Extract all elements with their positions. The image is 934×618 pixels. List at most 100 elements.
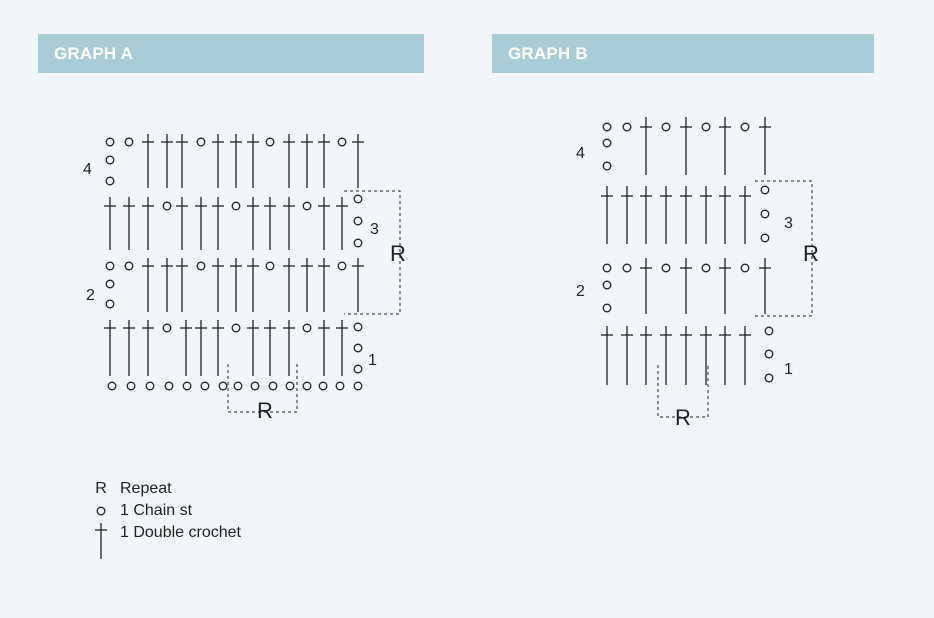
graph-a-row-number: 3 — [370, 221, 379, 238]
double-crochet-stitch — [301, 134, 313, 188]
double-crochet-stitch — [230, 258, 242, 312]
double-crochet-stitch — [759, 258, 771, 314]
repeat-symbol: R — [95, 480, 107, 497]
chain-stitch — [760, 233, 770, 243]
chain-stitch — [105, 176, 115, 186]
double-crochet-stitch — [301, 258, 313, 312]
double-crochet-stitch — [621, 326, 633, 385]
double-crochet-stitch — [318, 134, 330, 188]
chain-stitch — [124, 137, 134, 147]
double-crochet-icon — [90, 505, 112, 561]
chain-stitch — [250, 381, 260, 391]
chain-stitch — [661, 263, 671, 273]
chain-stitch — [105, 279, 115, 289]
chain-stitch — [740, 122, 750, 132]
chain-stitch — [126, 381, 136, 391]
double-crochet-stitch — [247, 197, 259, 250]
double-crochet-stitch — [283, 134, 295, 188]
chain-stitch — [353, 216, 363, 226]
double-crochet-stitch — [176, 134, 188, 188]
double-crochet-stitch — [212, 258, 224, 312]
chain-stitch — [764, 349, 774, 359]
chain-stitch — [105, 261, 115, 271]
graph-a-row-number: 2 — [86, 287, 95, 304]
graph-a-row-number: 1 — [368, 352, 377, 369]
chain-stitch — [353, 364, 363, 374]
double-crochet-stitch — [264, 197, 276, 250]
double-crochet-stitch — [142, 320, 154, 376]
graph-b-row-number: 1 — [784, 361, 793, 378]
chain-stitch — [196, 261, 206, 271]
double-crochet-stitch — [230, 134, 242, 188]
double-crochet-stitch — [142, 258, 154, 312]
double-crochet-stitch — [640, 258, 652, 314]
double-crochet-stitch — [264, 320, 276, 376]
legend-label: 1 Double crochet — [120, 524, 241, 541]
double-crochet-stitch — [142, 134, 154, 188]
double-crochet-stitch — [318, 197, 330, 250]
chain-stitch — [337, 261, 347, 271]
chain-stitch — [145, 381, 155, 391]
double-crochet-stitch — [719, 326, 731, 385]
double-crochet-stitch — [247, 320, 259, 376]
chain-stitch — [602, 280, 612, 290]
double-crochet-stitch — [640, 186, 652, 244]
double-crochet-stitch — [104, 320, 116, 376]
double-crochet-stitch — [660, 326, 672, 385]
chain-stitch — [622, 263, 632, 273]
chain-stitch — [764, 373, 774, 383]
double-crochet-stitch — [719, 186, 731, 244]
double-crochet-stitch — [161, 258, 173, 312]
chain-stitch — [602, 303, 612, 313]
double-crochet-stitch — [212, 197, 224, 250]
repeat-bracket — [657, 365, 709, 418]
chain-stitch — [164, 381, 174, 391]
double-crochet-stitch — [161, 134, 173, 188]
double-crochet-stitch — [247, 258, 259, 312]
chain-stitch — [335, 381, 345, 391]
double-crochet-stitch — [104, 197, 116, 250]
chain-stitch — [218, 381, 228, 391]
repeat-bracket — [227, 364, 298, 413]
double-crochet-stitch — [123, 197, 135, 250]
double-crochet-stitch — [180, 320, 192, 376]
double-crochet-stitch — [195, 197, 207, 250]
repeat-bracket — [344, 190, 401, 315]
chain-stitch — [268, 381, 278, 391]
graph-a-title: GRAPH A — [54, 44, 134, 63]
double-crochet-stitch — [680, 258, 692, 314]
chain-stitch — [105, 155, 115, 165]
graph-a-row-number: 4 — [83, 161, 92, 178]
double-crochet-stitch — [212, 134, 224, 188]
double-crochet-stitch — [318, 320, 330, 376]
chain-stitch — [285, 381, 295, 391]
legend-item-repeat: R Repeat — [90, 478, 241, 500]
double-crochet-stitch — [176, 197, 188, 250]
double-crochet-stitch — [700, 186, 712, 244]
chain-stitch — [602, 138, 612, 148]
chain-stitch — [105, 299, 115, 309]
double-crochet-stitch — [283, 320, 295, 376]
graph-b-title: GRAPH B — [508, 44, 588, 63]
chain-stitch — [196, 137, 206, 147]
double-crochet-stitch — [601, 186, 613, 244]
double-crochet-stitch — [621, 186, 633, 244]
chain-stitch — [764, 326, 774, 336]
graph-b-row-number: 4 — [576, 145, 585, 162]
chain-stitch — [124, 261, 134, 271]
double-crochet-stitch — [142, 197, 154, 250]
double-crochet-stitch — [640, 326, 652, 385]
double-crochet-stitch — [680, 326, 692, 385]
chain-stitch — [760, 209, 770, 219]
legend-item-chain: 1 Chain st — [90, 500, 241, 522]
chain-stitch — [265, 261, 275, 271]
double-crochet-stitch — [640, 117, 652, 175]
double-crochet-stitch — [719, 117, 731, 175]
double-crochet-stitch — [352, 134, 364, 188]
chain-stitch — [353, 194, 363, 204]
chain-stitch — [107, 381, 117, 391]
chain-stitch — [105, 137, 115, 147]
double-crochet-stitch — [123, 320, 135, 376]
graph-a-repeat-mark: R — [390, 241, 406, 266]
